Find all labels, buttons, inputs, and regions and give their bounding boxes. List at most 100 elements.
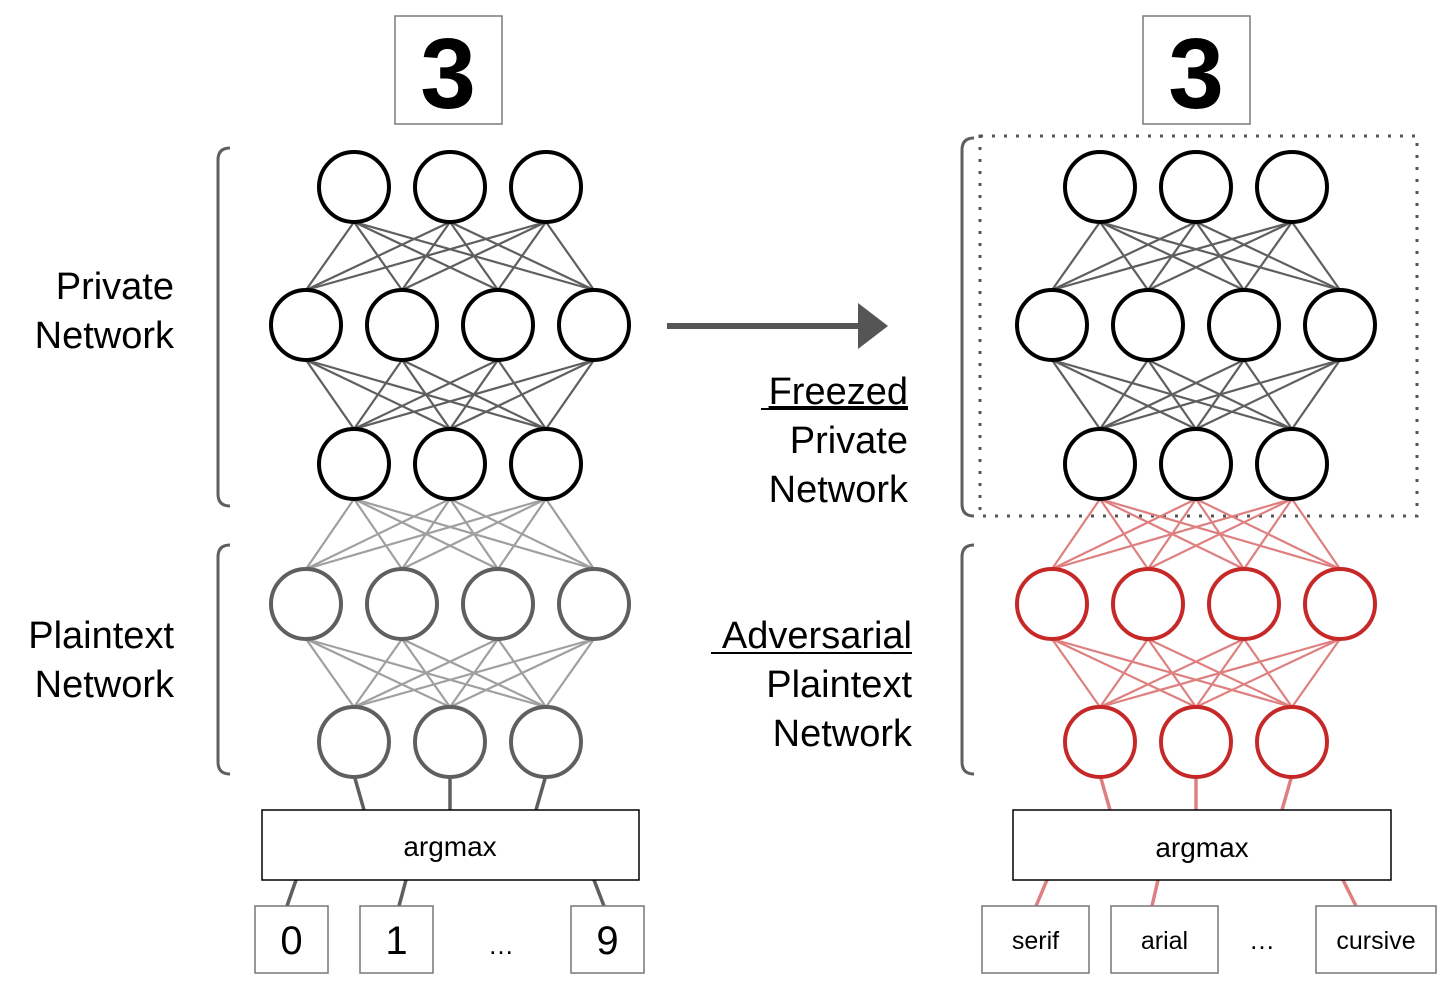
right-neuron <box>1207 288 1281 362</box>
right-neuron <box>1015 288 1089 362</box>
left-output-label: 1 <box>385 919 407 963</box>
left-neuron <box>557 567 631 641</box>
right-edge-to-output <box>1341 879 1358 907</box>
right-edge-to-output <box>1034 879 1049 907</box>
right-edge <box>1051 221 1101 291</box>
left-edge <box>545 498 595 570</box>
left-column: 3 Private Network Plaintext Network argm… <box>28 15 645 974</box>
left-neuron <box>365 567 439 641</box>
left-private-label-2: Network <box>35 315 175 357</box>
left-edge <box>449 638 595 708</box>
right-edge <box>1291 221 1341 291</box>
left-input-image-frame <box>394 15 503 125</box>
left-edge <box>401 221 547 291</box>
right-column: 3 Freezed Private Network Adversarial Pl… <box>711 15 1437 974</box>
left-edge <box>497 498 547 570</box>
right-argmax-label: argmax <box>1155 832 1248 863</box>
left-neuron <box>413 427 487 501</box>
left-neuron <box>269 567 343 641</box>
left-neuron <box>269 288 343 362</box>
right-output-box <box>1315 905 1437 974</box>
right-neuron <box>1111 288 1185 362</box>
right-edge <box>1051 359 1101 430</box>
adversarial-label-1: Adversarial <box>722 615 912 657</box>
right-neuron <box>1063 150 1137 224</box>
right-edge <box>1051 497 1293 571</box>
right-neuron <box>1255 427 1329 501</box>
right-neuron <box>1207 567 1281 641</box>
right-edge <box>1099 637 1341 709</box>
right-edge <box>1147 221 1293 291</box>
right-neuron <box>1303 288 1377 362</box>
left-argmax-label: argmax <box>403 831 496 862</box>
left-edge <box>545 221 595 291</box>
left-edge-to-output <box>397 879 408 907</box>
left-network-edges <box>285 220 606 907</box>
right-edge <box>1099 638 1149 708</box>
right-edge <box>1051 498 1197 570</box>
left-output-box <box>254 905 329 974</box>
left-neuron <box>317 427 391 501</box>
right-neuron <box>1255 150 1329 224</box>
left-edge <box>497 221 547 291</box>
left-edge <box>353 637 595 709</box>
right-edge-to-argmax <box>1280 774 1294 811</box>
left-neuron <box>509 705 583 779</box>
left-edge <box>353 638 499 708</box>
right-edge <box>1195 359 1341 430</box>
right-edge <box>1195 638 1341 708</box>
left-neuron <box>509 150 583 224</box>
right-neuron <box>1159 150 1233 224</box>
left-edge <box>305 498 451 570</box>
left-edge <box>353 359 499 430</box>
right-edge <box>1243 498 1293 570</box>
left-neuron <box>557 288 631 362</box>
right-edge-to-output <box>1150 879 1160 907</box>
left-edge <box>545 359 595 430</box>
left-edge <box>353 638 403 708</box>
right-edge <box>1291 638 1341 708</box>
left-edge-to-argmax <box>534 774 548 811</box>
left-edge <box>353 359 403 430</box>
right-edge <box>1147 498 1293 570</box>
left-edge <box>305 638 355 708</box>
right-neuron <box>1111 567 1185 641</box>
right-neuron <box>1063 427 1137 501</box>
right-neuron <box>1015 567 1089 641</box>
right-output-label: cursive <box>1336 927 1415 955</box>
left-neuron <box>461 288 535 362</box>
left-neuron <box>461 567 535 641</box>
right-neuron <box>1255 705 1329 779</box>
right-output-label: serif <box>1012 927 1059 955</box>
right-adversarial-bracket <box>960 543 975 776</box>
left-neuron <box>413 705 487 779</box>
right-edge <box>1291 359 1341 430</box>
right-edge <box>1243 221 1293 291</box>
left-edge-to-output <box>285 879 298 907</box>
right-output-label: … <box>1249 925 1275 955</box>
left-edge <box>545 638 595 708</box>
right-edge <box>1051 221 1197 291</box>
left-edge <box>305 498 355 570</box>
freezed-label-3: Network <box>769 469 909 511</box>
right-edge <box>1099 359 1245 430</box>
left-edge <box>305 221 355 291</box>
left-edge <box>353 358 595 431</box>
left-neuron <box>413 150 487 224</box>
right-input-digit: 3 <box>1168 18 1224 130</box>
left-edge <box>305 220 547 292</box>
left-edge <box>449 359 595 430</box>
right-neuron <box>1159 705 1233 779</box>
left-edge <box>305 221 451 291</box>
right-argmax-box <box>1012 809 1392 881</box>
left-output-label: 9 <box>596 919 618 963</box>
left-edge <box>305 359 355 430</box>
right-edge <box>1099 638 1245 708</box>
freezed-label-2: Private <box>790 420 908 462</box>
left-output-label: 0 <box>280 919 302 963</box>
left-edge-to-argmax <box>352 774 366 811</box>
transfer-arrow <box>667 303 888 349</box>
